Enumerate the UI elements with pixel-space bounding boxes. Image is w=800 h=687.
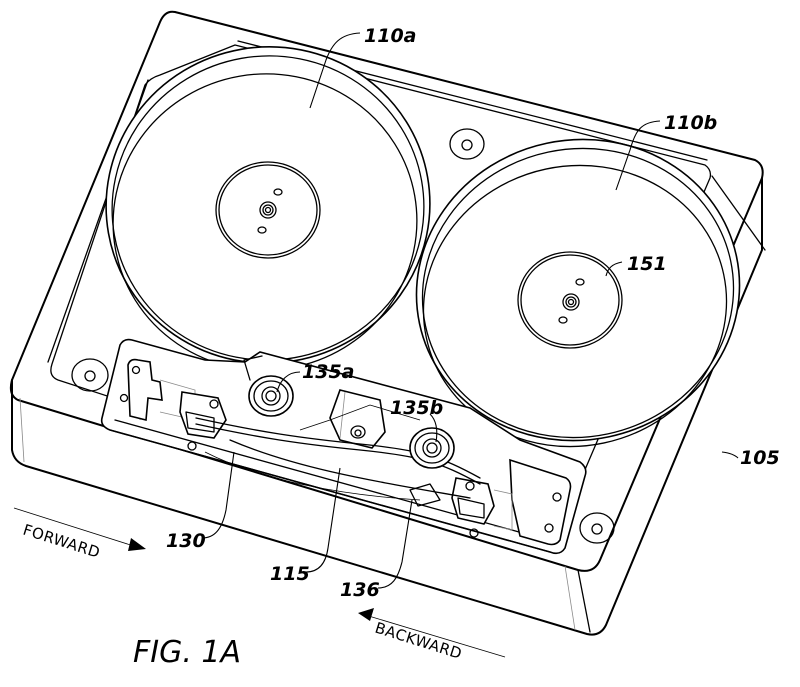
label-115: 115	[270, 467, 341, 585]
backward-arrowhead-icon	[358, 608, 374, 621]
figure-title: FIG. 1A	[133, 635, 241, 670]
label-136: 136	[340, 499, 413, 601]
mounting-hole-top	[449, 128, 485, 160]
reel-a-hub	[215, 161, 321, 259]
backward-label: BACKWARD	[373, 619, 465, 663]
mounting-hole-left	[71, 358, 109, 392]
reel-b-hub	[517, 251, 623, 349]
label-135a: 135a	[276, 361, 354, 393]
forward-label: FORWARD	[21, 521, 103, 562]
forward-arrowhead-icon	[128, 538, 146, 551]
label-115-text: 115	[270, 563, 310, 585]
label-110b: 110b	[615, 112, 717, 191]
label-135b-text: 135b	[390, 397, 443, 419]
label-151-text: 151	[627, 253, 667, 275]
reel-a	[105, 46, 431, 371]
label-136-text: 136	[340, 579, 380, 601]
roller-a	[243, 355, 294, 417]
label-110b-text: 110b	[664, 112, 717, 134]
tape-mechanism	[100, 338, 587, 555]
mounting-hole-right	[579, 512, 615, 544]
forward-arrow: FORWARD	[13, 507, 146, 562]
label-105-text: 105	[740, 447, 780, 469]
label-135a-text: 135a	[302, 361, 354, 383]
right-head-bracket	[451, 458, 572, 546]
label-135b: 135b	[390, 397, 443, 443]
label-151: 151	[605, 253, 667, 277]
center-block	[329, 389, 386, 449]
backward-arrow: BACKWARD	[358, 608, 506, 663]
reel-b	[415, 138, 741, 448]
label-130: 130	[166, 451, 235, 552]
left-head-bracket	[119, 358, 227, 451]
label-110a: 110a	[309, 25, 416, 109]
label-105: 105	[721, 447, 780, 469]
label-110a-text: 110a	[364, 25, 416, 47]
roller-b	[409, 427, 455, 469]
label-130-text: 130	[166, 530, 206, 552]
